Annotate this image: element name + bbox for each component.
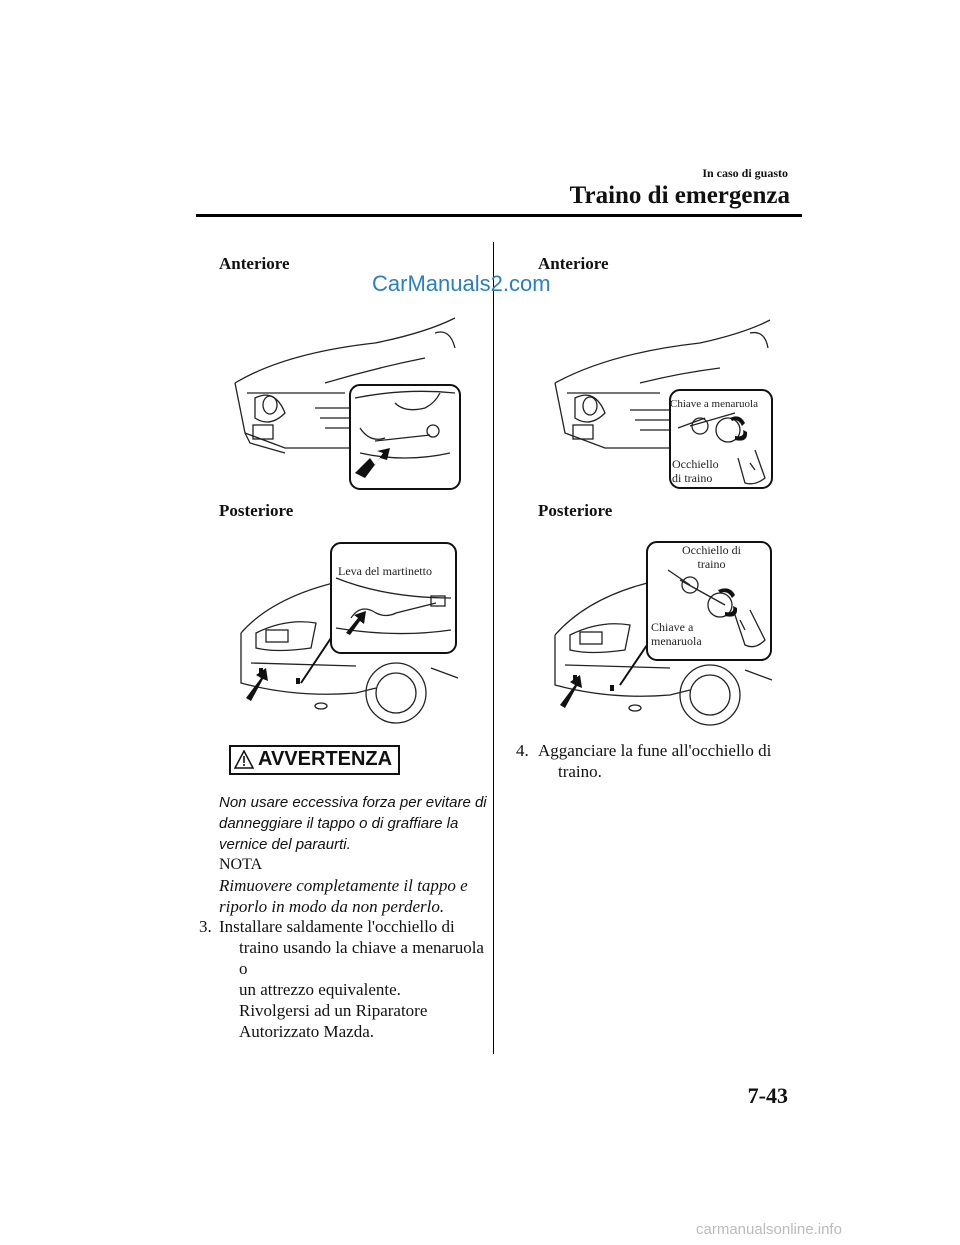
watermark-bottom: carmanualsonline.info bbox=[696, 1221, 842, 1238]
right-rear-callout-wrench-line: Chiave a bbox=[651, 620, 694, 634]
note-line: Rimuovere completamente il tappo e bbox=[219, 876, 468, 895]
right-front-illustration bbox=[550, 318, 775, 493]
step3-line: un attrezzo equivalente. bbox=[239, 980, 401, 999]
page-title: Traino di emergenza bbox=[569, 182, 790, 209]
right-front-label: Anteriore bbox=[538, 254, 609, 273]
warning-title: AVVERTENZA bbox=[258, 748, 393, 770]
column-divider bbox=[493, 242, 494, 1054]
note-line: riporlo in modo da non perderlo. bbox=[219, 897, 445, 916]
right-rear-callout-wrench-line: menaruola bbox=[651, 634, 702, 648]
left-rear-callout: Leva del martinetto bbox=[338, 564, 432, 578]
right-rear-callout-eye-line: Occhiello di bbox=[682, 543, 741, 557]
step3-line: traino usando la chiave a menaruola o bbox=[239, 938, 484, 978]
page-number: 7-43 bbox=[747, 1083, 788, 1108]
left-front-illustration bbox=[225, 313, 465, 493]
right-front-callout-eye-line: Occhiello bbox=[672, 457, 719, 471]
step3-text: Installare saldamente l'occhiello di tra… bbox=[219, 916, 494, 1042]
step4-text: Agganciare la fune all'occhiello di trai… bbox=[538, 740, 798, 782]
step3-line: Autorizzato Mazda. bbox=[239, 1022, 374, 1041]
left-front-label: Anteriore bbox=[219, 254, 290, 273]
right-rear-callout-eye: Occhiello di traino bbox=[682, 543, 741, 571]
warning-line: Non usare eccessiva forza per evitare di bbox=[219, 794, 487, 811]
note-text: Rimuovere completamente il tappo e ripor… bbox=[219, 875, 489, 917]
right-front-callout-eye: Occhiello di traino bbox=[672, 457, 719, 485]
note-title: NOTA bbox=[219, 856, 263, 873]
warning-box bbox=[229, 745, 400, 775]
right-rear-callout-eye-line: traino bbox=[697, 557, 726, 571]
step4-number: 4. bbox=[516, 741, 529, 760]
right-rear-label: Posteriore bbox=[538, 501, 613, 520]
left-rear-label: Posteriore bbox=[219, 501, 294, 520]
step3-line: Installare saldamente l'occhiello di bbox=[219, 917, 455, 936]
right-rear-callout-wrench: Chiave a menaruola bbox=[651, 620, 702, 648]
warning-line: danneggiare il tappo o di graffiare la bbox=[219, 815, 459, 832]
step4-line: Agganciare la fune all'occhiello di bbox=[538, 741, 772, 760]
header-rule bbox=[196, 214, 802, 217]
watermark-top: CarManuals2.com bbox=[372, 271, 551, 296]
warning-icon bbox=[233, 749, 255, 774]
right-front-callout-wrench: Chiave a menaruola bbox=[670, 398, 758, 410]
right-front-callout-eye-line: di traino bbox=[672, 471, 713, 485]
step4-line: traino. bbox=[558, 762, 602, 781]
warning-text: Non usare eccessiva forza per evitare di… bbox=[219, 792, 489, 855]
warning-line: vernice del paraurti. bbox=[219, 836, 351, 853]
header-section: In caso di guasto bbox=[702, 166, 788, 180]
step3-line: Rivolgersi ad un Riparatore bbox=[239, 1001, 428, 1020]
left-rear-illustration bbox=[236, 538, 461, 728]
step3-number: 3. bbox=[199, 917, 212, 936]
right-rear-illustration bbox=[550, 540, 775, 730]
